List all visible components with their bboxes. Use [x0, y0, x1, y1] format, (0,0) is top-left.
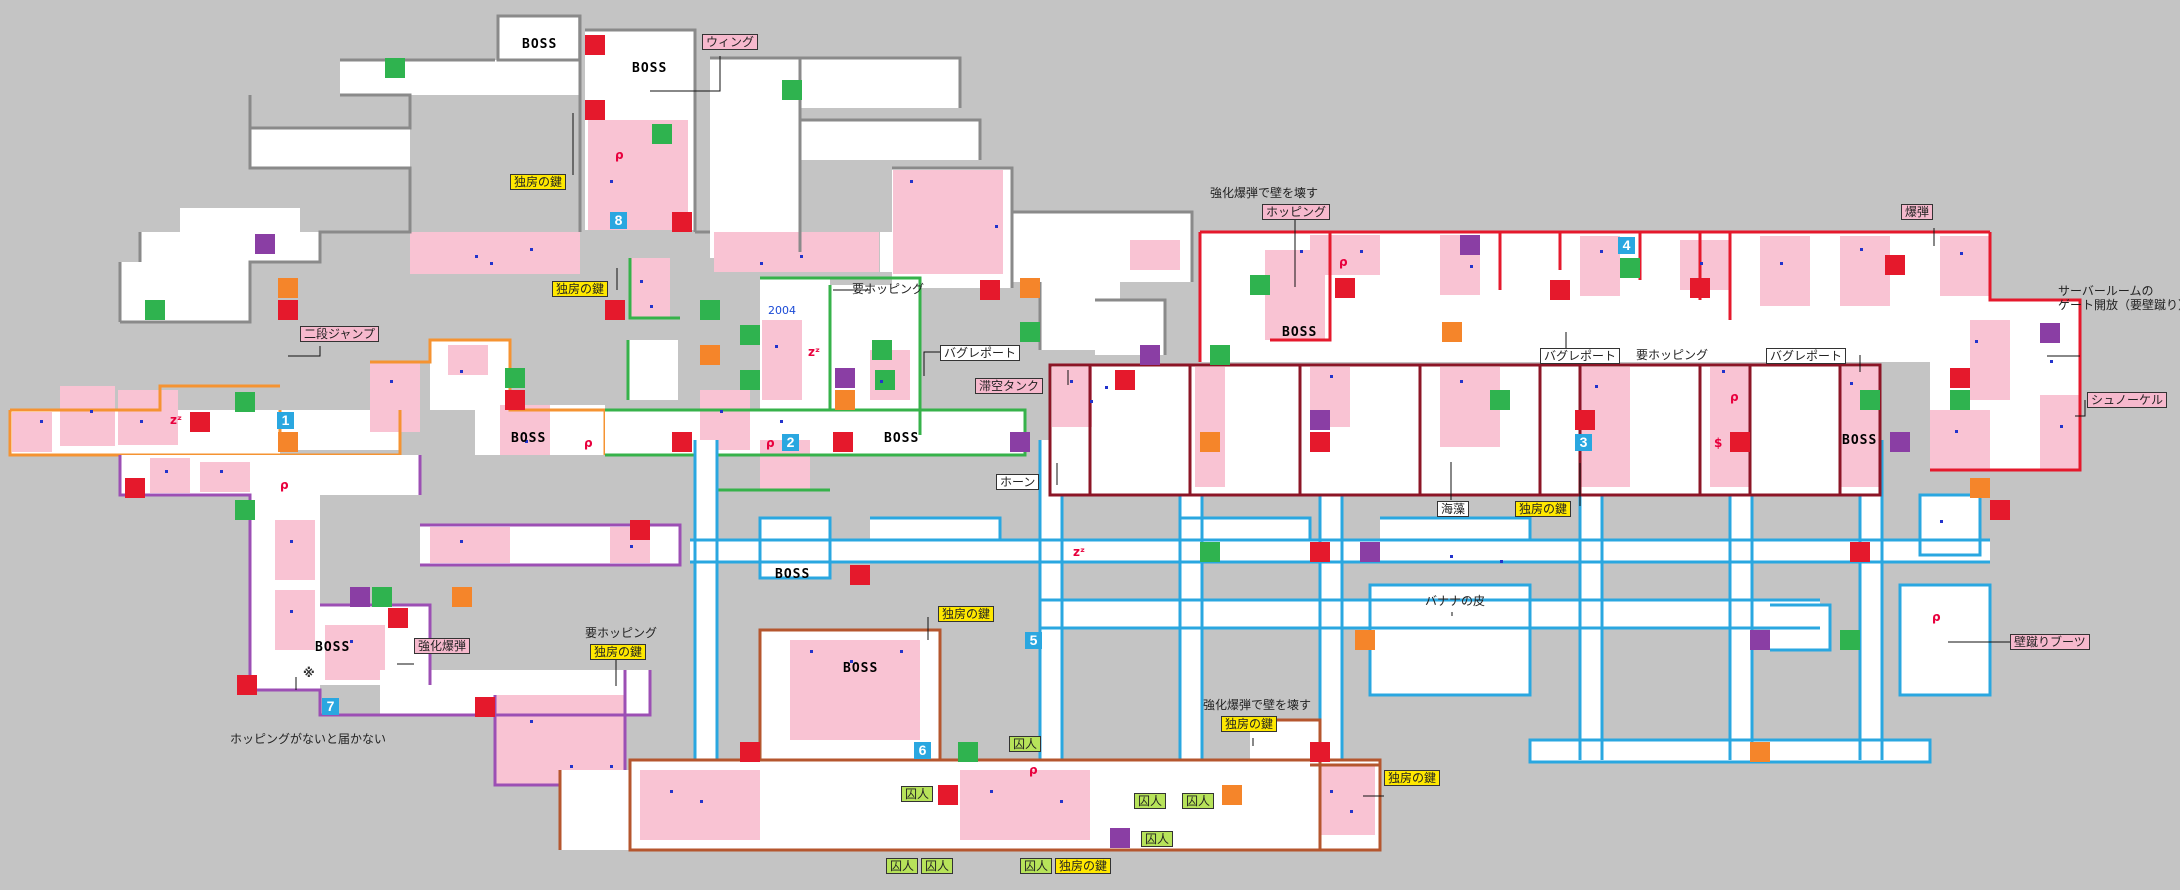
rho-glyph: ρ [280, 478, 289, 492]
strong-bomb-label: 強化爆弾 [414, 638, 471, 654]
cell-key-label: 独房の鍵 [1221, 716, 1278, 732]
number-marker: 6 [914, 742, 931, 759]
bomb-label: 爆弾 [1901, 204, 1934, 220]
red-zone [1198, 230, 2082, 472]
prisoner-label: 囚人 [921, 858, 954, 874]
boss-marker: BOSS [884, 431, 920, 446]
hopping-required-note: 要ホッピング [585, 626, 658, 640]
boss-marker: BOSS [775, 567, 811, 582]
number-marker: 7 [322, 698, 339, 715]
seaweed-label: 海藻 [1437, 501, 1470, 517]
strong-bomb-wall-note: 強化爆弾で壁を壊す [1210, 186, 1319, 200]
hopping-glyph: zᶻ [170, 413, 182, 427]
prisoner-label: 囚人 [1141, 831, 1174, 847]
asterisk-glyph: ※ [303, 666, 315, 680]
rho-glyph: ρ [1339, 255, 1348, 269]
boss-marker: BOSS [511, 431, 547, 446]
hopping-required-note: 要ホッピング [852, 282, 925, 296]
cell-key-label: 独房の鍵 [552, 281, 609, 297]
rho-glyph: ρ [584, 436, 593, 450]
prisoner-label: 囚人 [1182, 793, 1215, 809]
number-marker: 4 [1618, 237, 1635, 254]
hopping-glyph: zᶻ [808, 345, 820, 359]
server-room-gate-note: サーバールームの [2058, 284, 2154, 298]
server-room-gate-note: ゲート開放（要壁蹴り） [2058, 298, 2180, 312]
number-marker: 5 [1025, 632, 1042, 649]
boss-marker: BOSS [522, 37, 558, 52]
orange-zone [8, 338, 607, 457]
rho-glyph: ρ [615, 148, 624, 162]
wall-kick-boots-label: 壁蹴りブーツ [2010, 634, 2090, 650]
save-squares [125, 35, 2060, 848]
brown-zone [558, 628, 1382, 852]
banana-peel-note: バナナの皮 [1425, 594, 1486, 608]
cell-key-label: 独房の鍵 [938, 606, 995, 622]
air-tank-label: 滞空タンク [975, 378, 1044, 394]
dollar-glyph: $ [1714, 436, 1723, 450]
year-label: 2004 [768, 304, 796, 317]
rho-glyph: ρ [1730, 390, 1739, 404]
green-zone [605, 258, 1027, 492]
rho-glyph: ρ [766, 436, 775, 450]
number-marker: 2 [782, 434, 799, 451]
cell-key-label: 独房の鍵 [590, 644, 647, 660]
rho-glyph: ρ [1932, 610, 1941, 624]
leader-lines [288, 56, 2086, 797]
bug-report-label: バグレポート [940, 345, 1021, 361]
boss-marker: BOSS [1282, 325, 1318, 340]
cell-key-label: 独房の鍵 [1384, 770, 1441, 786]
boss-marker: BOSS [843, 661, 879, 676]
cell-key-label: 独房の鍵 [1055, 858, 1112, 874]
prisoner-label: 囚人 [886, 858, 919, 874]
number-marker: 1 [277, 412, 294, 429]
boss-marker: BOSS [632, 61, 668, 76]
hopping-needed-note: ホッピングがないと届かない [230, 732, 387, 746]
double-jump-label: 二段ジャンプ [300, 326, 380, 342]
hopping-required-note: 要ホッピング [1636, 348, 1709, 362]
item-dots [40, 180, 2063, 813]
wing-label: ウィング [702, 34, 759, 50]
prisoner-label: 囚人 [901, 786, 934, 802]
horn-label: ホーン [996, 474, 1040, 490]
prisoner-label: 囚人 [1134, 793, 1167, 809]
blue-zone [690, 440, 1992, 764]
number-marker: 3 [1575, 434, 1592, 451]
cell-key-label: 独房の鍵 [510, 174, 567, 190]
hopping-label: ホッピング [1262, 204, 1331, 220]
snorkel-label: シュノーケル [2087, 392, 2168, 408]
rho-glyph: ρ [1029, 763, 1038, 777]
bug-report-label: バグレポート [1766, 348, 1847, 364]
strong-bomb-wall-note: 強化爆弾で壁を壊す [1203, 698, 1312, 712]
prisoner-label: 囚人 [1009, 736, 1042, 752]
gray-zone [118, 14, 1194, 355]
darkred-zone [1048, 363, 1882, 497]
number-marker: 8 [610, 212, 627, 229]
hopping-glyph: zᶻ [1073, 545, 1085, 559]
cell-key-label: 独房の鍵 [1515, 501, 1572, 517]
bug-report-label: バグレポート [1540, 348, 1621, 364]
boss-marker: BOSS [315, 640, 351, 655]
prisoner-label: 囚人 [1020, 858, 1053, 874]
boss-marker: BOSS [1842, 433, 1878, 448]
